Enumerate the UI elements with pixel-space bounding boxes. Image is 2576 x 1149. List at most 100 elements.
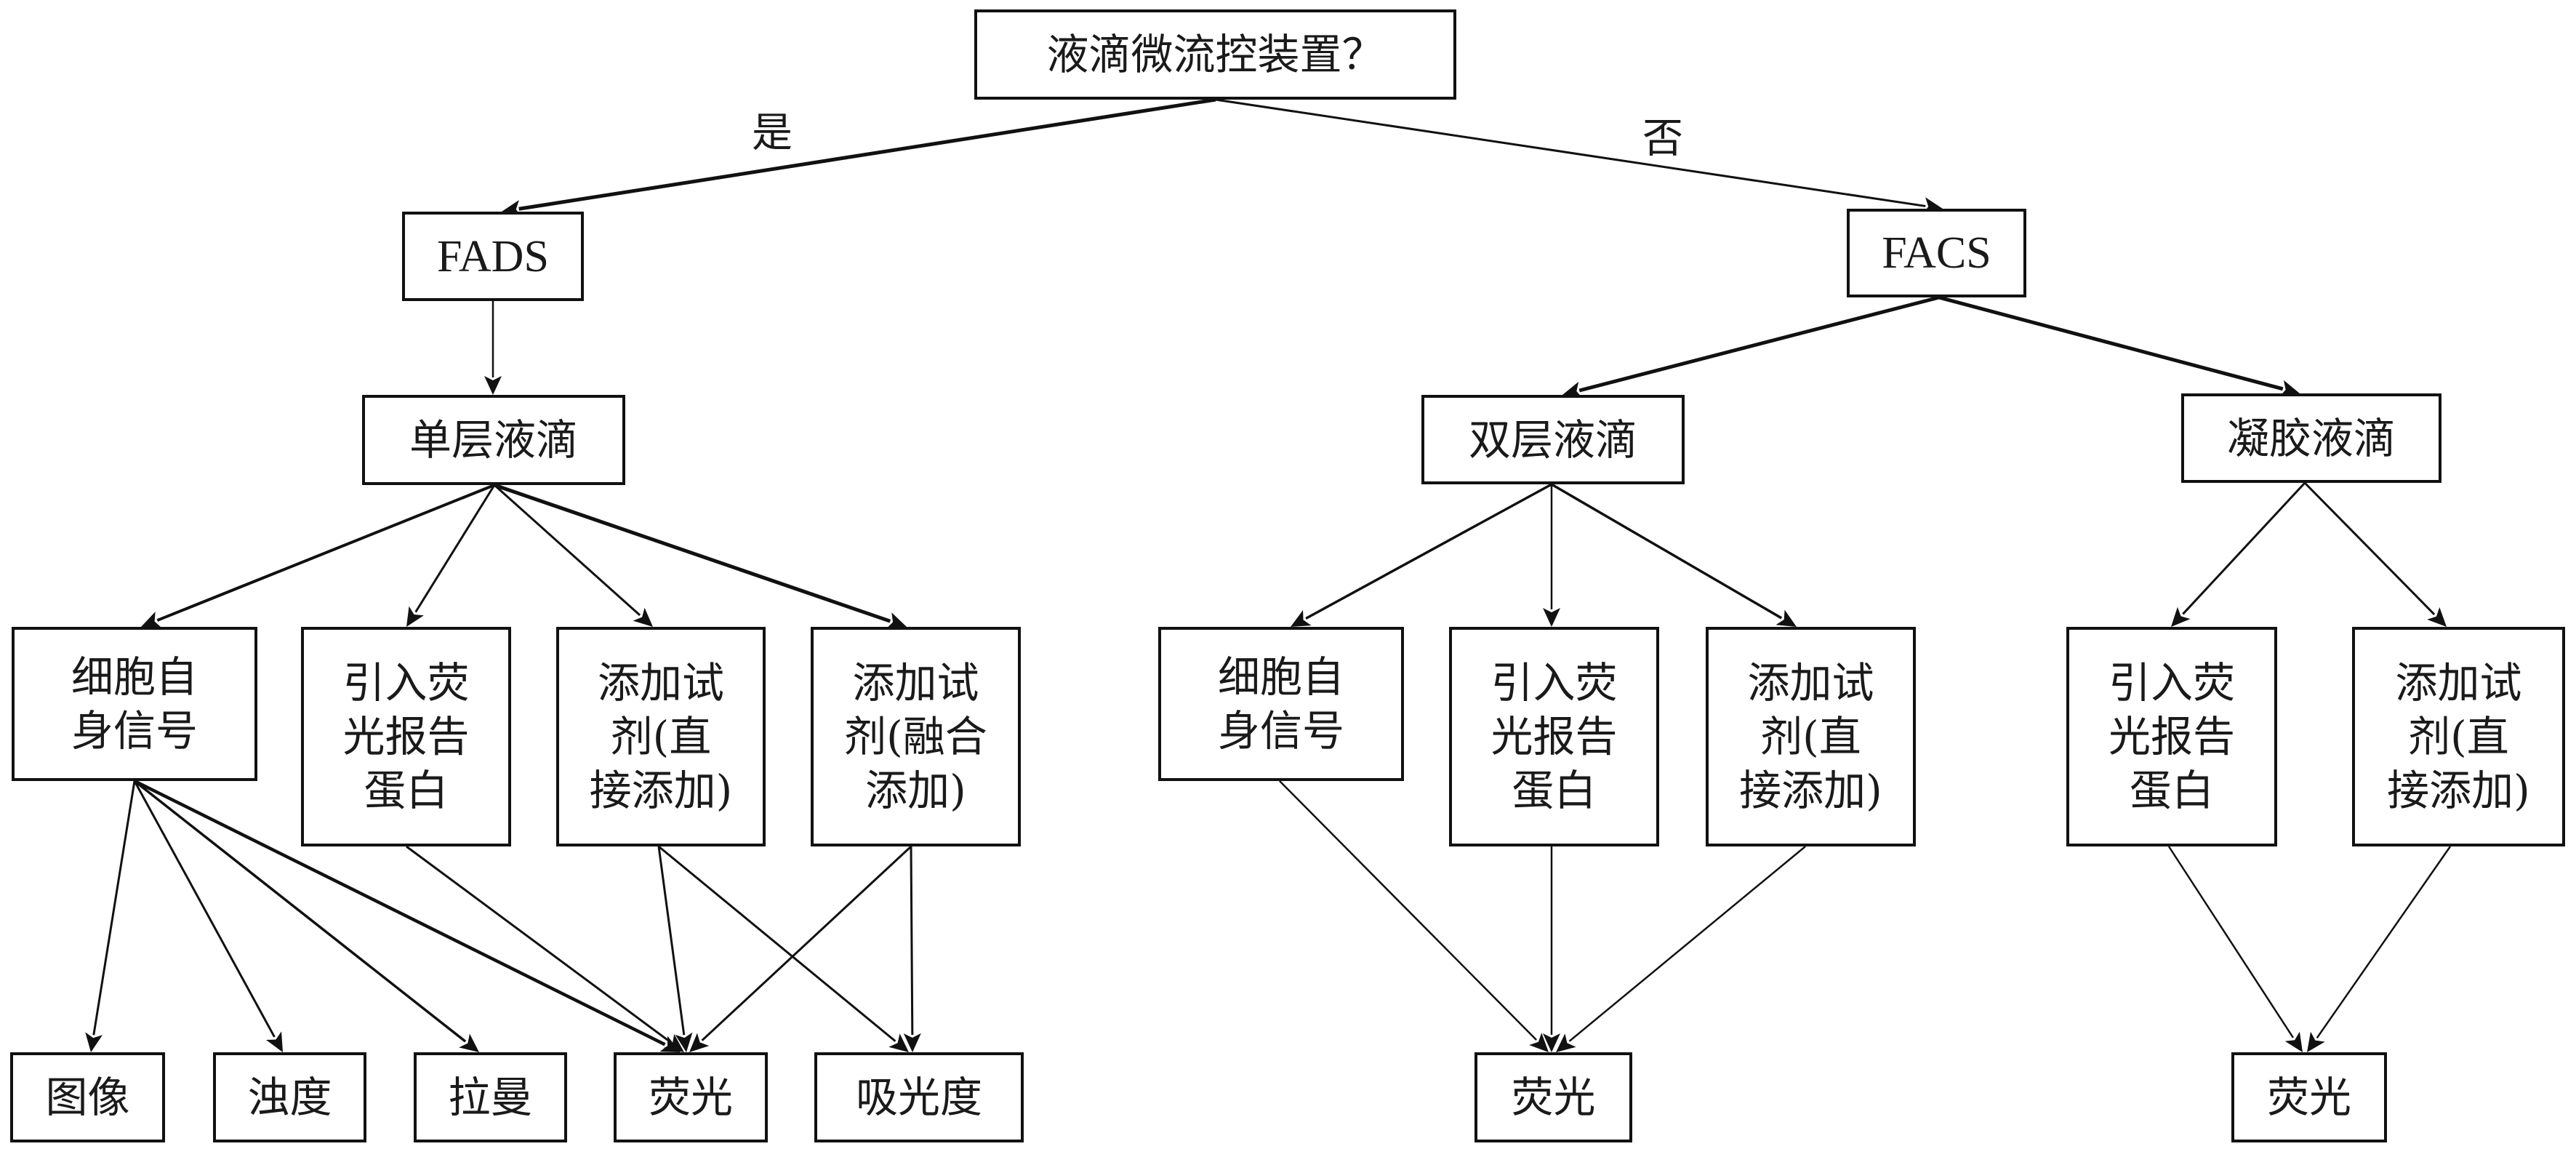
edge-line <box>1279 780 1537 1041</box>
arrowhead-icon <box>85 1032 103 1052</box>
arrowhead-icon <box>459 1033 479 1052</box>
edge-dbl-direct-add-to-out-fluor-dbl <box>1556 846 1806 1052</box>
fads-node: FADS <box>402 212 584 301</box>
output-turbidity-node: 浊度 <box>213 1052 366 1142</box>
edge-dbl-reporter-to-out-fluor-dbl <box>1543 846 1560 1052</box>
edge-line <box>414 484 496 613</box>
arrowhead-icon <box>2427 607 2447 627</box>
arrowhead-icon <box>2307 1031 2325 1052</box>
arrowhead-icon <box>2171 606 2191 627</box>
arrowhead-icon <box>886 612 907 629</box>
arrowhead-icon <box>633 607 653 627</box>
root-question-node: 液滴微流控装置？ <box>974 9 1456 100</box>
arrowhead-icon <box>141 612 162 628</box>
fads-reagent-direct-add-node: 添加试 剂(直 接添加) <box>556 627 766 846</box>
edge-double-layer-to-dbl-direct-add <box>1551 483 1797 627</box>
edge-single-layer-to-fads-fusion-add <box>494 483 907 629</box>
arrowhead-icon <box>903 1033 921 1052</box>
edge-line <box>910 846 914 1036</box>
output-raman-node: 拉曼 <box>414 1052 567 1142</box>
gel-droplet-node: 凝胶液滴 <box>2181 393 2441 483</box>
arrowhead-icon <box>663 1033 684 1052</box>
edge-line <box>658 845 896 1042</box>
fads-cell-intrinsic-signal-node: 细胞自 身信号 <box>12 627 257 781</box>
arrowhead-icon <box>406 606 424 627</box>
output-image-node: 图像 <box>10 1052 165 1142</box>
edge-line <box>701 845 912 1041</box>
output-fluorescence-gel-node: 荧光 <box>2231 1052 2387 1142</box>
edge-fads-reporter-to-out-fluor-fads <box>406 845 684 1052</box>
edge-line <box>1578 295 1940 393</box>
edge-gel-droplet-to-gel-reporter <box>2171 481 2306 627</box>
arrowhead-icon <box>1556 1033 1576 1052</box>
edge-gel-direct-add-to-out-fluor-gel <box>2307 846 2452 1052</box>
arrowhead-icon <box>2279 380 2300 397</box>
edge-gel-reporter-to-out-fluor-gel <box>2167 846 2303 1052</box>
edge-line <box>493 484 641 617</box>
arrowhead-icon <box>888 1033 909 1052</box>
arrowhead-icon <box>675 1032 693 1052</box>
arrowhead-icon <box>1543 1033 1560 1052</box>
arrowhead-icon <box>689 1033 710 1052</box>
edge-double-layer-to-dbl-cell-signal <box>1291 483 1552 627</box>
edge-line <box>406 845 671 1043</box>
arrowhead-icon <box>1291 610 1312 627</box>
output-fluorescence-double-node: 荧光 <box>1474 1052 1632 1142</box>
edge-line <box>1305 483 1552 620</box>
arrowhead-icon <box>1775 609 1797 627</box>
double-reagent-direct-add-node: 添加试 剂(直 接添加) <box>1706 627 1916 846</box>
edge-line <box>133 780 467 1043</box>
edge-fads-fusion-add-to-out-absorbance <box>903 846 921 1052</box>
arrowhead-icon <box>1529 1033 1549 1052</box>
double-fluorescent-reporter-node: 引入荧 光报告 蛋白 <box>1449 627 1659 846</box>
edge-line <box>518 97 1216 211</box>
arrowhead-icon <box>1543 608 1560 627</box>
edge-line <box>2303 481 2436 615</box>
arrowhead-icon <box>484 376 502 395</box>
arrowhead-icon <box>265 1031 283 1052</box>
edge-line <box>2316 846 2452 1039</box>
edge-fads-cell-signal-to-out-raman <box>133 780 479 1052</box>
gel-fluorescent-reporter-node: 引入荧 光报告 蛋白 <box>2066 627 2277 846</box>
edge-line <box>2182 481 2306 615</box>
double-layer-droplet-node: 双层液滴 <box>1421 395 1685 484</box>
edge-facs-to-gel-droplet <box>1938 295 2300 397</box>
facs-node: FACS <box>1847 209 2026 297</box>
edge-line <box>92 780 136 1036</box>
edge-line <box>1551 483 1783 620</box>
edge-line <box>133 780 276 1038</box>
double-cell-intrinsic-signal-node: 细胞自 身信号 <box>1158 627 1404 781</box>
edge-fads-cell-signal-to-out-turbidity <box>133 780 283 1052</box>
edge-gel-droplet-to-gel-direct-add <box>2303 481 2447 627</box>
edge-line <box>1568 846 1806 1042</box>
gel-reagent-direct-add-node: 添加试 剂(直 接添加) <box>2352 627 2565 846</box>
edge-fads-fusion-add-to-out-fluor-fads <box>689 845 912 1052</box>
output-fluorescence-fads-node: 荧光 <box>614 1052 768 1142</box>
fads-reagent-fusion-add-node: 添加试 剂(融合 添加) <box>811 627 1021 846</box>
edge-root-to-facs <box>1215 98 1943 215</box>
edge-label-no: 否 <box>1642 115 1683 163</box>
edge-facs-to-double-layer <box>1562 295 1940 399</box>
output-absorbance-node: 吸光度 <box>814 1052 1024 1142</box>
edge-line <box>494 483 891 623</box>
edge-single-layer-to-fads-direct-add <box>493 484 653 627</box>
edge-fads-to-single-layer <box>484 301 502 395</box>
edge-line <box>2167 846 2294 1038</box>
edge-root-to-fads <box>502 97 1216 217</box>
edge-line <box>657 846 686 1036</box>
edge-double-layer-to-dbl-reporter <box>1543 484 1560 627</box>
fads-fluorescent-reporter-node: 引入荧 光报告 蛋白 <box>301 627 511 846</box>
edge-label-yes: 是 <box>752 109 793 157</box>
edge-single-layer-to-fads-reporter <box>406 484 496 627</box>
edge-line <box>133 779 666 1046</box>
single-layer-droplet-node: 单层液滴 <box>362 395 625 485</box>
edge-line <box>156 484 495 622</box>
edge-fads-cell-signal-to-out-image <box>85 780 136 1052</box>
edge-single-layer-to-fads-cell-signal <box>141 484 495 628</box>
edge-fads-direct-add-to-out-absorbance <box>658 845 909 1052</box>
edge-fads-direct-add-to-out-fluor-fads <box>657 846 693 1052</box>
edge-line <box>1215 98 1926 207</box>
arrowhead-icon <box>2284 1031 2303 1052</box>
